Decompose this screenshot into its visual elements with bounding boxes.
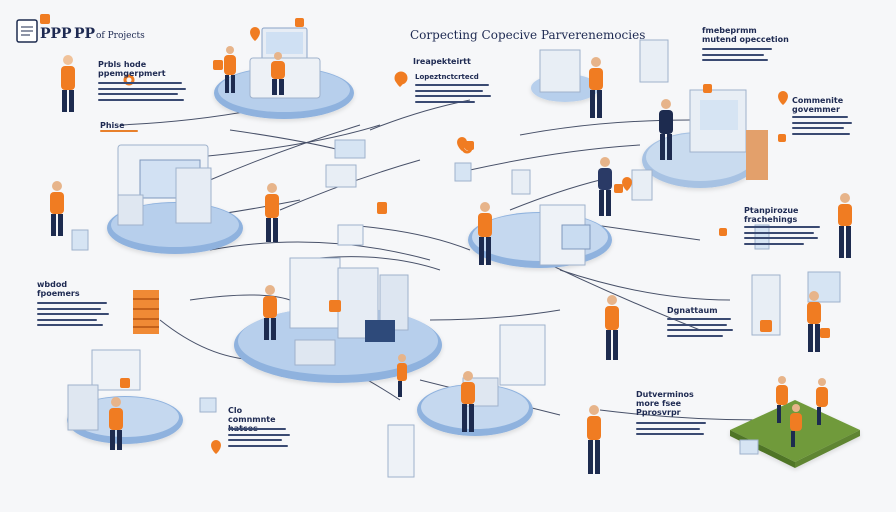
document-icon xyxy=(16,19,38,43)
gear-icon xyxy=(123,71,473,154)
block-bottom-center-text xyxy=(228,428,293,450)
title-part2: of Projects xyxy=(96,31,145,41)
block-bottom-right-title: Dutverminos more fsee Pprosvrpr xyxy=(636,390,694,417)
title-part1: PP xyxy=(74,26,96,42)
block-center-right-title: Dgnattaum xyxy=(667,306,718,315)
block-right-middle-text xyxy=(744,226,824,248)
center-heading: Corpecting Copecive Parverenemocies xyxy=(410,28,646,42)
block-top-left-tag: Phise xyxy=(100,121,125,130)
block-right-upper-text xyxy=(792,116,854,138)
logo-text: PPP xyxy=(40,26,72,42)
block-left-middle-title: wbdod fpoemers xyxy=(37,280,80,298)
block-right-middle-title: Ptanpirozue frachehings xyxy=(744,206,799,224)
block-top-left-text xyxy=(98,82,188,104)
block-bottom-right-text xyxy=(636,422,711,439)
block-center-right-text xyxy=(667,318,737,340)
block-top-center-text xyxy=(415,84,495,106)
block-left-middle-text xyxy=(37,302,112,330)
block-top-left-tag-line xyxy=(100,130,145,136)
block-top-center-subtitle: Lopeztnctcrtecd xyxy=(415,73,479,81)
people xyxy=(50,46,852,474)
block-top-center-title: Ireapekteirtt xyxy=(413,57,471,66)
server-icon xyxy=(133,290,159,334)
block-top-right-title: fmebeprmm mutend opeccetion xyxy=(702,26,789,44)
block-top-right-text xyxy=(702,48,777,65)
block-top-left-title: Prbls hode ppemgerpmert xyxy=(98,60,166,78)
block-right-upper-title: Commenite govemmer xyxy=(792,96,844,114)
